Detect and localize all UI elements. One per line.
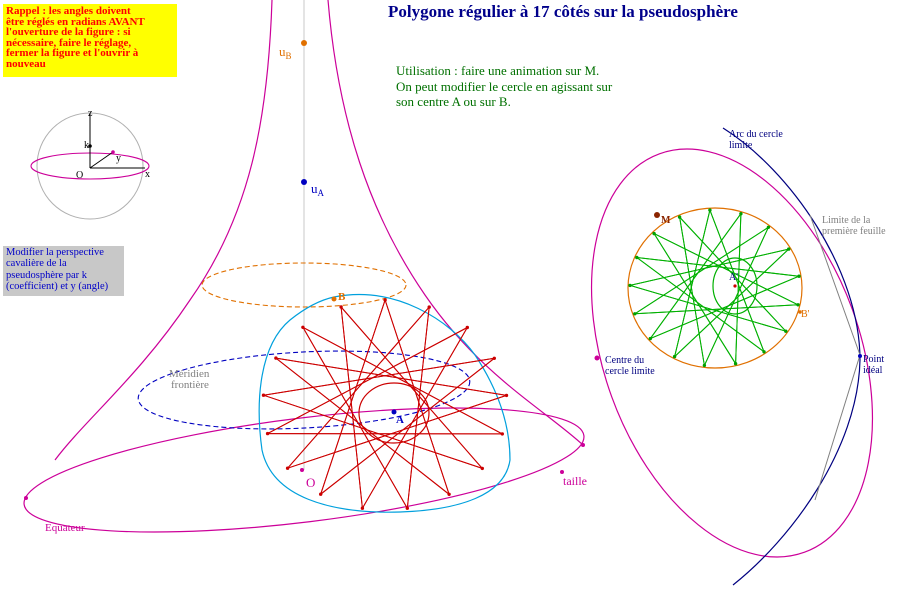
star-vertex (767, 226, 770, 229)
star-vertex (361, 507, 364, 510)
star-vertex (383, 298, 386, 301)
label-uB: uB (279, 44, 292, 61)
star-vertex (628, 284, 631, 287)
star-vertex (678, 215, 681, 218)
label-M: M (661, 215, 671, 226)
star-vertex (796, 303, 799, 306)
star-edge (654, 234, 798, 305)
point-equator[interactable] (24, 496, 28, 500)
star-vertex (787, 247, 790, 250)
label-frontiere: frontière (171, 379, 209, 391)
star-edge (630, 249, 789, 285)
star-edge (276, 358, 449, 494)
star-vertex (708, 208, 711, 211)
usage-instructions: Utilisation : faire une animation sur M.… (396, 63, 612, 110)
limit-circle (539, 110, 899, 593)
star-vertex (266, 432, 269, 435)
label-arc-1: Arc du cercle (729, 129, 783, 140)
star-edge (635, 305, 798, 314)
axis-y (90, 152, 113, 168)
label-equateur: Equateur (45, 522, 85, 534)
perspective-note: Modifier la perspective cavalière de la … (3, 246, 124, 296)
star-edge (288, 395, 507, 468)
label-limite-2: première feuille (822, 226, 886, 237)
ideal-point[interactable] (858, 354, 862, 358)
label-k: k (84, 140, 89, 151)
star-edge (321, 358, 495, 494)
label-O-small: O (76, 170, 83, 181)
star-edge (321, 300, 385, 494)
point-equator-right[interactable] (581, 443, 585, 447)
star-edge (630, 285, 786, 331)
point-y[interactable] (111, 150, 115, 154)
star-edge (385, 300, 449, 494)
star-edge (362, 328, 467, 509)
star-vertex (428, 305, 431, 308)
star-vertex (762, 350, 765, 353)
star-vertex (501, 432, 504, 435)
label-limite-1: Limite de la (822, 215, 871, 226)
radians-reminder-note: Rappel : les angles doivent être réglés … (3, 4, 177, 77)
label-centre-2: cercle limite (605, 366, 655, 377)
point-Aprime[interactable] (733, 284, 736, 287)
star-vertex (673, 355, 676, 358)
star-vertex (493, 357, 496, 360)
label-taille: taille (563, 474, 587, 488)
star-vertex (703, 364, 706, 367)
star-edge (675, 210, 710, 357)
label-x: x (145, 169, 150, 180)
star-vertex (739, 212, 742, 215)
label-arc-2: limite (729, 140, 753, 151)
red-star-polygon (262, 298, 508, 510)
star-vertex (784, 330, 787, 333)
point-M[interactable] (654, 212, 660, 218)
label-Aprime: A' (729, 272, 738, 283)
star-vertex (652, 232, 655, 235)
green-star-polygon (628, 208, 800, 367)
label-uA: uA (311, 181, 325, 198)
star-vertex (505, 394, 508, 397)
point-uB[interactable] (301, 40, 307, 46)
point-uA[interactable] (301, 179, 307, 185)
star-vertex (797, 275, 800, 278)
star-vertex (301, 326, 304, 329)
star-vertex (481, 467, 484, 470)
star-vertex (633, 312, 636, 315)
star-vertex (734, 362, 737, 365)
star-vertex (447, 493, 450, 496)
star-vertex (319, 493, 322, 496)
label-B: B (338, 291, 346, 303)
star-vertex (286, 467, 289, 470)
star-vertex (406, 507, 409, 510)
limit-circle-arc (723, 128, 860, 585)
label-O: O (306, 475, 315, 490)
cyan-polygon-boundary (259, 295, 510, 513)
star-vertex (339, 305, 342, 308)
point-O[interactable] (300, 468, 304, 472)
label-point-2: idéal (863, 365, 883, 376)
page-title: Polygone régulier à 17 côtés sur la pseu… (388, 2, 738, 22)
star-edge (654, 234, 736, 364)
label-y: y (116, 153, 121, 164)
label-z: z (88, 108, 93, 119)
label-A: A (396, 414, 404, 426)
star-edge (675, 249, 789, 357)
label-point-1: Point (863, 354, 884, 365)
star-vertex (274, 356, 277, 359)
star-vertex (466, 326, 469, 329)
point-B[interactable] (332, 297, 337, 302)
label-centre-1: Centre du (605, 355, 644, 366)
label-Bprime: B' (801, 309, 810, 320)
limit-circle-center[interactable] (595, 356, 600, 361)
star-vertex (649, 337, 652, 340)
star-vertex (262, 394, 265, 397)
star-vertex (635, 256, 638, 259)
